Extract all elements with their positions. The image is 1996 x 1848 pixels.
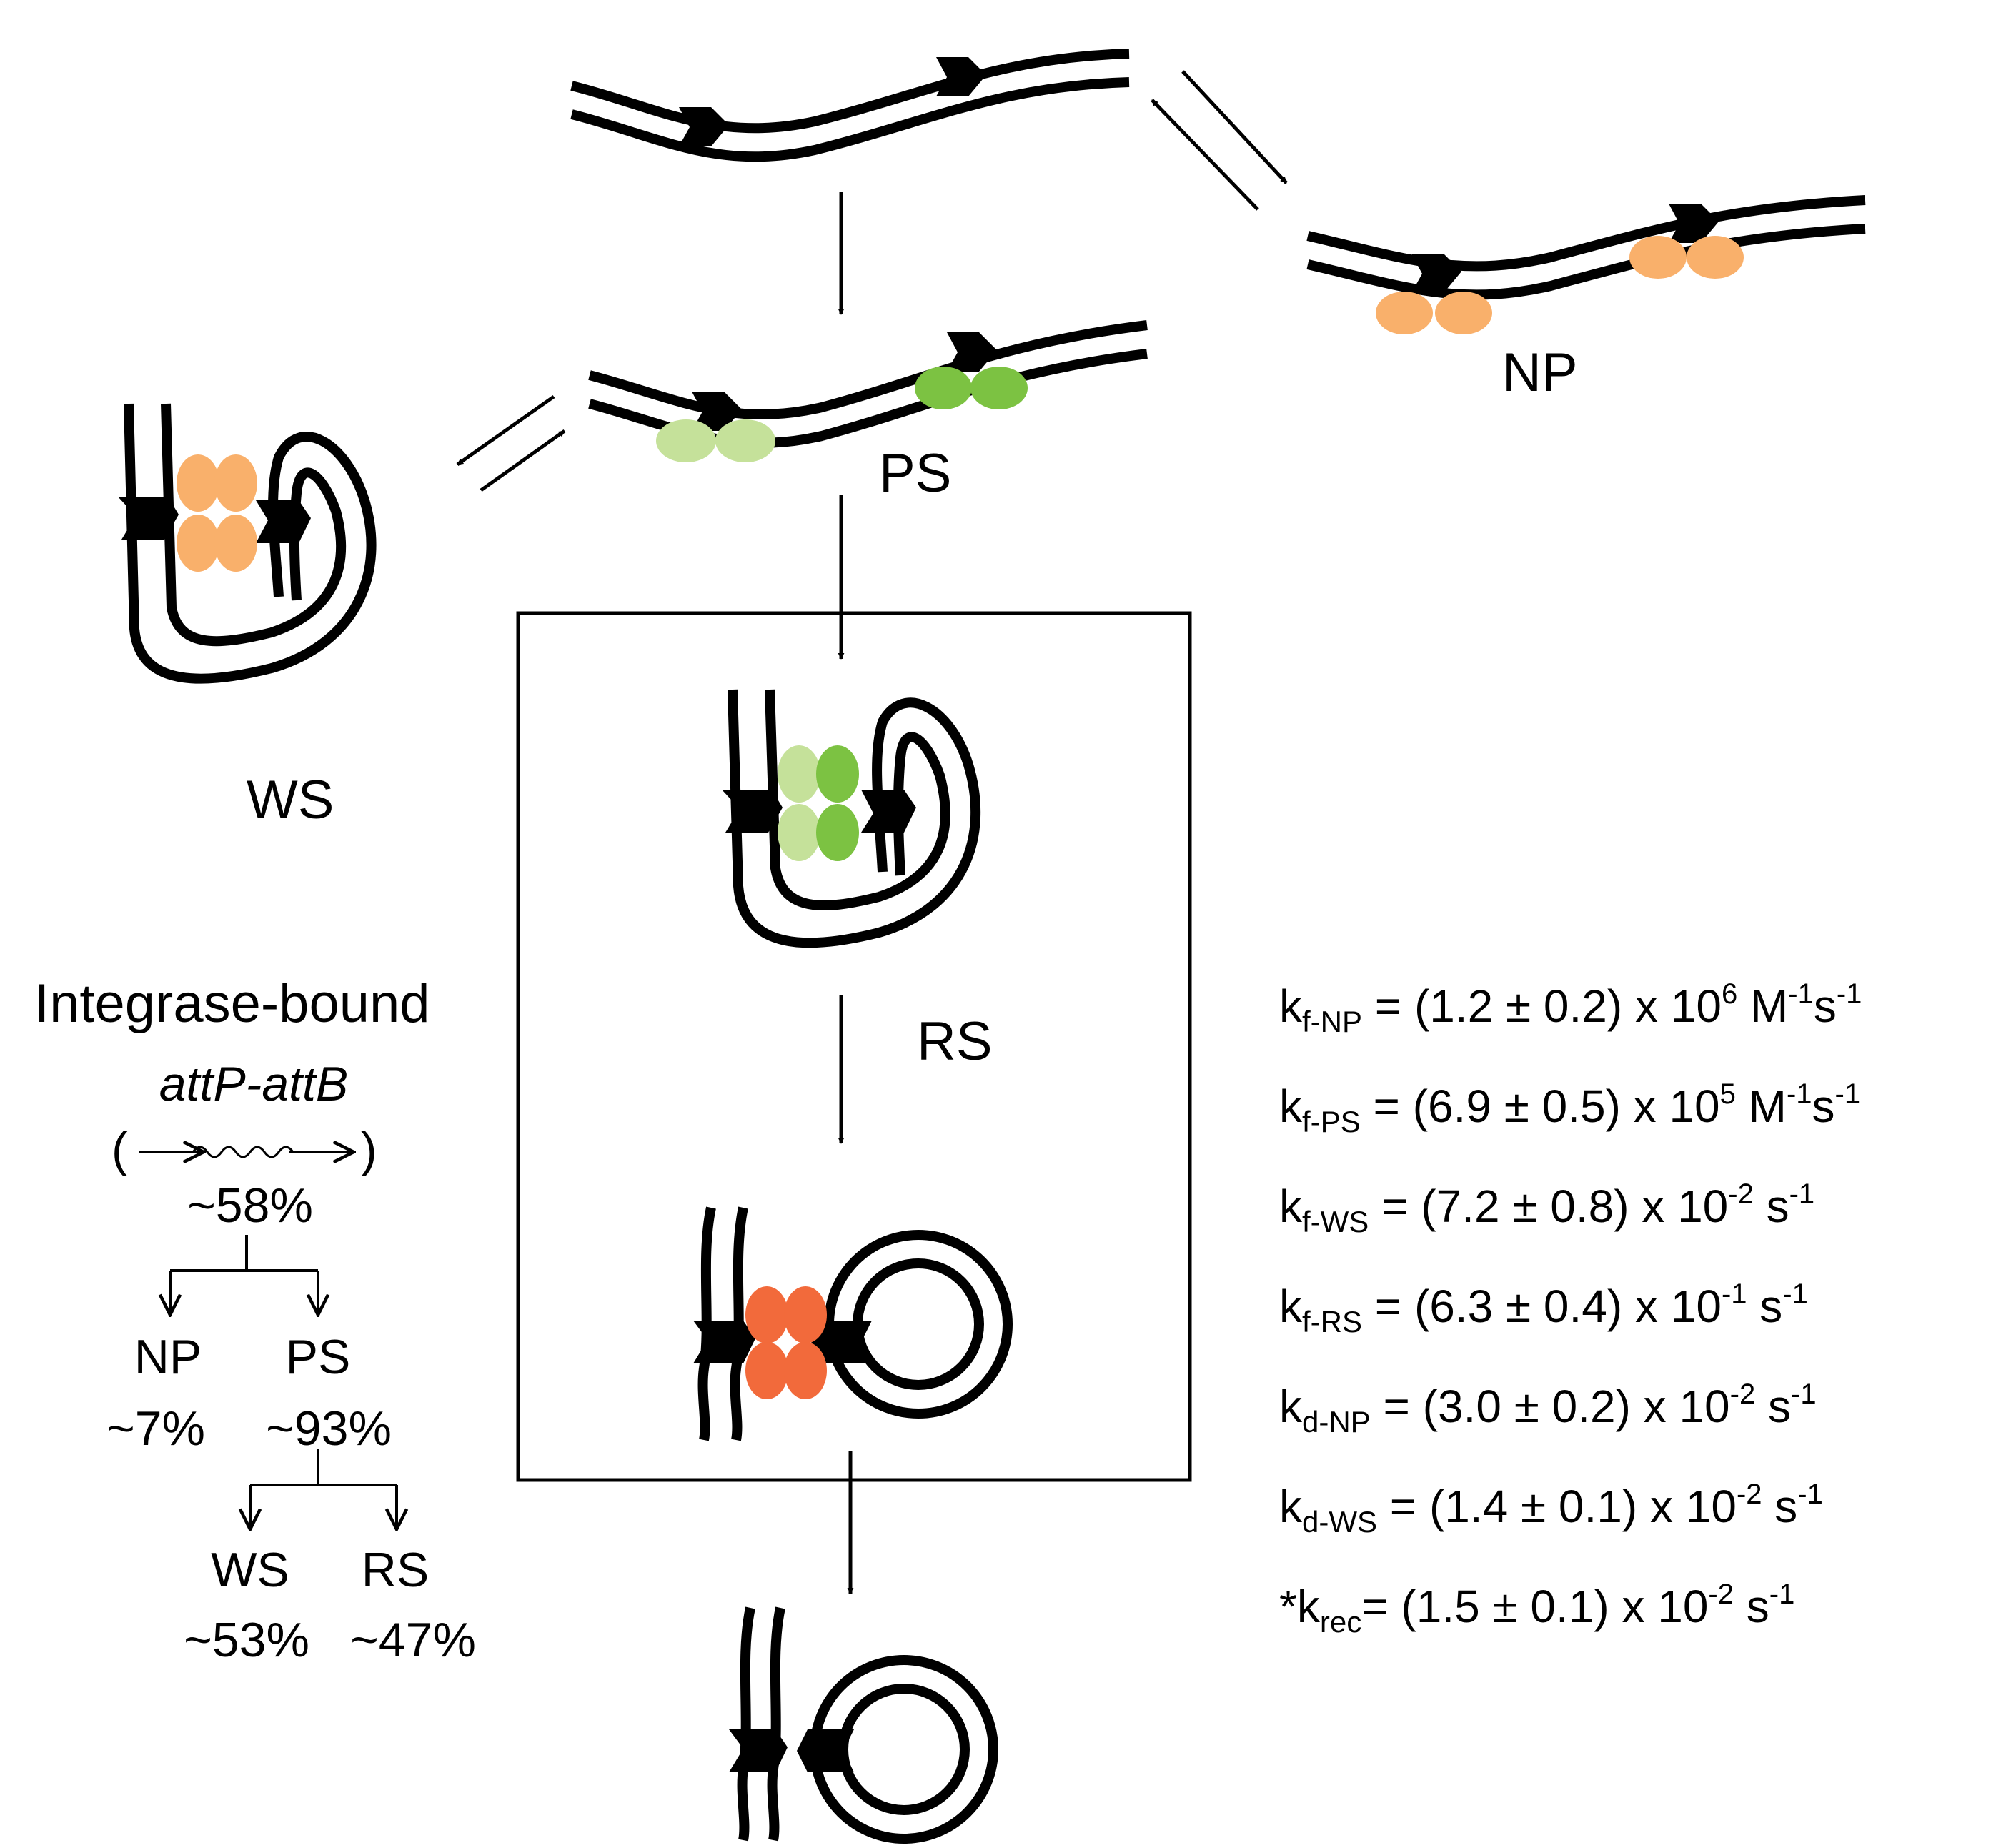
integrase-protein [177, 454, 219, 512]
dna-strand [1306, 195, 1866, 272]
arrow-np-to-free [1151, 99, 1259, 211]
integrase-protein [816, 745, 859, 803]
att-site-marker [729, 1729, 788, 1772]
arrow-ps-to-ws [456, 394, 555, 467]
root-percent: ~58% [187, 1178, 313, 1233]
tree-title: Integrase-bound [34, 973, 430, 1034]
att-site-marker [797, 1729, 854, 1772]
recombination-products [729, 1606, 998, 1844]
integrase-protein [1629, 236, 1687, 279]
ws-state: WS [118, 403, 377, 830]
dna-strand [124, 403, 377, 684]
integrase-protein [1435, 292, 1492, 334]
np-state: NP [1306, 195, 1866, 403]
arrow-ws-to-ps [480, 429, 566, 492]
rs-state: RS [722, 689, 993, 1072]
att-site-marker [692, 392, 742, 431]
free-dna-state [570, 49, 1130, 162]
tree-np-percent: ~7% [106, 1401, 205, 1456]
att-site-marker [1669, 204, 1719, 243]
rate-constants: kf-NP = (1.2 ± 0.2) x 106 M-1s-1 kf-PS =… [1279, 978, 1862, 1639]
tree-ps-label: PS [286, 1330, 351, 1384]
np-label: NP [1502, 342, 1578, 403]
integrase-protein [778, 745, 820, 803]
integrase-protein [970, 367, 1028, 409]
dna-circle [838, 1684, 970, 1815]
dna-strand [728, 689, 981, 948]
rs-box [516, 611, 1192, 1482]
integrase-protein [915, 367, 972, 409]
att-site-marker [861, 790, 916, 833]
tree-ws-label: WS [211, 1543, 289, 1597]
ps-label: PS [879, 443, 951, 504]
integrase-protein [214, 454, 257, 512]
tree-ps-percent: ~93% [266, 1401, 392, 1456]
arrow-free-to-np [1181, 70, 1288, 184]
dna-strand [765, 689, 950, 910]
integrase-protein [778, 804, 820, 861]
att-site-marker [118, 497, 179, 540]
tree-ws-percent: ~53% [184, 1613, 309, 1667]
tree-branches [170, 1235, 397, 1529]
dna-strand [737, 1606, 755, 1842]
att-site-marker [947, 332, 997, 372]
rate-row: kf-WS = (7.2 ± 0.8) x 10-2 s-1 [1279, 1178, 1814, 1238]
close-paren: ) [361, 1123, 377, 1177]
att-site-marker [256, 500, 311, 543]
dna-strand [570, 77, 1130, 162]
tree-rs-percent: ~47% [350, 1613, 476, 1667]
rate-row: kf-PS = (6.9 ± 0.5) x 105 M-1s-1 [1279, 1078, 1860, 1138]
rate-row: kf-RS = (6.3 ± 0.4) x 10-1 s-1 [1279, 1278, 1808, 1338]
integrase-protein [656, 419, 716, 462]
integrase-protein [784, 1286, 827, 1343]
dna-circle [853, 1258, 984, 1390]
ws-label: WS [247, 770, 334, 830]
att-site-marker [936, 57, 986, 96]
att-site-marker [722, 790, 783, 833]
integrase-protein [1376, 292, 1433, 334]
integrase-protein [214, 515, 257, 572]
att-site-marker [1411, 254, 1461, 293]
dna-strand [570, 49, 1130, 134]
partition-tree: Integrase-bound attP-attB ( ) ~58% NP ~7… [34, 973, 476, 1667]
integrase-protein [784, 1342, 827, 1399]
integrase-protein [745, 1342, 788, 1399]
open-paren: ( [111, 1123, 128, 1177]
tree-rs-label: RS [362, 1543, 429, 1597]
recombined-synapse [693, 1206, 1013, 1441]
dna-wavy-linker [192, 1146, 294, 1158]
att-site-marker [679, 107, 729, 146]
att-site-marker [811, 1321, 872, 1363]
tree-np-label: NP [134, 1330, 202, 1384]
dna-strand [767, 1606, 785, 1842]
integrase-protein [1687, 236, 1744, 279]
reaction-arrows [456, 70, 1288, 1594]
rs-label: RS [917, 1011, 993, 1072]
substrate-schematic: ( ) [111, 1123, 377, 1177]
ps-state: PS [588, 320, 1148, 504]
substrate-label: attP-attB [159, 1057, 349, 1111]
dna-strand [588, 320, 1148, 419]
dna-strand [1306, 224, 1866, 300]
integrase-protein [177, 515, 219, 572]
rate-row: kf-NP = (1.2 ± 0.2) x 106 M-1s-1 [1279, 978, 1862, 1038]
integrase-protein [816, 804, 859, 861]
integrase-protein [715, 419, 775, 462]
att-site-marker [693, 1321, 755, 1363]
rate-row: kd-NP = (3.0 ± 0.2) x 10-2 s-1 [1279, 1378, 1817, 1439]
integrase-protein [745, 1286, 788, 1343]
rate-row: kd-WS = (1.4 ± 0.1) x 10-2 s-1 [1279, 1479, 1823, 1539]
rate-row: *krec= (1.5 ± 0.1) x 10-2 s-1 [1279, 1579, 1794, 1639]
